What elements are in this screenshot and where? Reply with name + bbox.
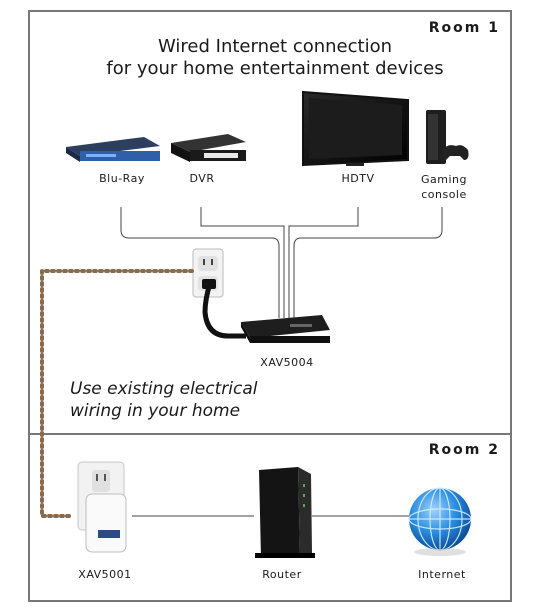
internet-label: Internet — [418, 568, 466, 581]
xav5001-label: XAV5001 — [78, 568, 132, 581]
gaming-label-line-1: Gaming — [421, 173, 467, 186]
headline: Wired Internet connection for your home … — [60, 36, 490, 80]
router-icon — [255, 467, 315, 558]
hdtv-icon — [302, 90, 409, 167]
wiring-note: Use existing electrical wiring in your h… — [70, 378, 257, 422]
dvr-label: DVR — [189, 172, 215, 185]
power-cord — [202, 282, 246, 339]
gaming-label-line-2: console — [421, 188, 467, 201]
gaming-console-label: Gaming console — [414, 172, 474, 202]
ethernet-cables — [120, 207, 443, 318]
xav5001-adapter-icon — [77, 461, 127, 553]
xav5004-label: XAV5004 — [260, 356, 314, 369]
room-divider — [28, 433, 512, 435]
bluray-label: Blu-Ray — [99, 172, 145, 185]
hdtv-label: HDTV — [341, 172, 375, 185]
wiring-note-line-1: Use existing electrical — [70, 379, 258, 399]
headline-line-2: for your home entertainment devices — [106, 58, 444, 79]
wiring-note-line-2: wiring in your home — [70, 401, 241, 421]
room-2-label: Room 2 — [428, 442, 500, 458]
xav5004-adapter-icon — [241, 315, 330, 343]
electrical-wiring-path — [40, 269, 194, 518]
router-label: Router — [262, 568, 302, 581]
gaming-console-icon — [426, 110, 469, 164]
room-1-label: Room 1 — [428, 20, 500, 36]
diagram-frame — [28, 10, 512, 602]
headline-line-1: Wired Internet connection — [158, 36, 392, 57]
bluray-player-icon — [66, 137, 160, 162]
internet-globe-icon — [408, 487, 472, 556]
dvr-icon — [171, 134, 246, 162]
